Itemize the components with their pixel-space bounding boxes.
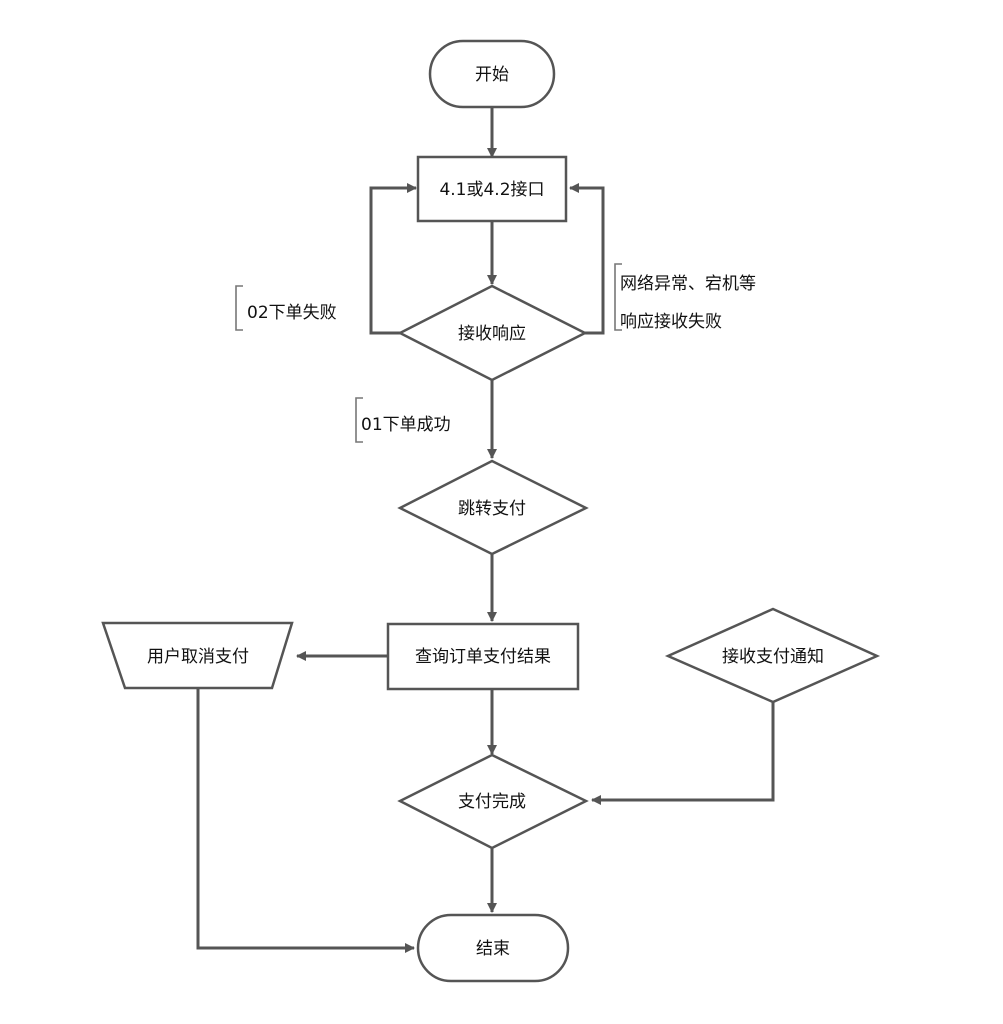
node-end: 结束: [416, 913, 570, 983]
node-receive-notify-label: 接收支付通知: [722, 647, 824, 667]
label-bracket-fail: [235, 285, 243, 331]
node-query-result: 查询订单支付结果: [386, 622, 580, 691]
node-query-result-label: 查询订单支付结果: [415, 647, 551, 667]
node-user-cancel: 用户取消支付: [101, 621, 294, 690]
node-jump-pay: 跳转支付: [397, 459, 589, 556]
node-start-label: 开始: [475, 65, 509, 85]
edge-cancel-to-end: [196, 689, 415, 953]
node-pay-complete-label: 支付完成: [458, 792, 526, 812]
label-error-line2: 响应接收失败: [620, 312, 722, 332]
label-fail-02: 02下单失败: [247, 303, 337, 323]
edge-error-loop-right: [569, 183, 605, 335]
label-bracket-success: [355, 397, 363, 443]
label-bracket-error: [614, 263, 622, 331]
node-end-label: 结束: [476, 939, 510, 959]
edges: [196, 108, 775, 953]
edge-labels: 02下单失败 网络异常、宕机等 响应接收失败 01下单成功: [235, 263, 756, 443]
node-interface-label: 4.1或4.2接口: [439, 180, 544, 200]
node-receive-response: 接收响应: [397, 284, 588, 382]
node-user-cancel-label: 用户取消支付: [147, 647, 249, 667]
edge-fail-loop-left: [369, 183, 417, 335]
label-success-01: 01下单成功: [361, 415, 451, 435]
node-pay-complete: 支付完成: [397, 753, 589, 850]
label-error-line1: 网络异常、宕机等: [620, 274, 756, 294]
node-jump-pay-label: 跳转支付: [458, 499, 526, 519]
node-interface: 4.1或4.2接口: [416, 155, 568, 223]
node-receive-notify: 接收支付通知: [664, 607, 881, 704]
edge-notify-to-complete: [591, 702, 775, 805]
node-start: 开始: [428, 39, 556, 109]
node-receive-response-label: 接收响应: [458, 324, 526, 344]
